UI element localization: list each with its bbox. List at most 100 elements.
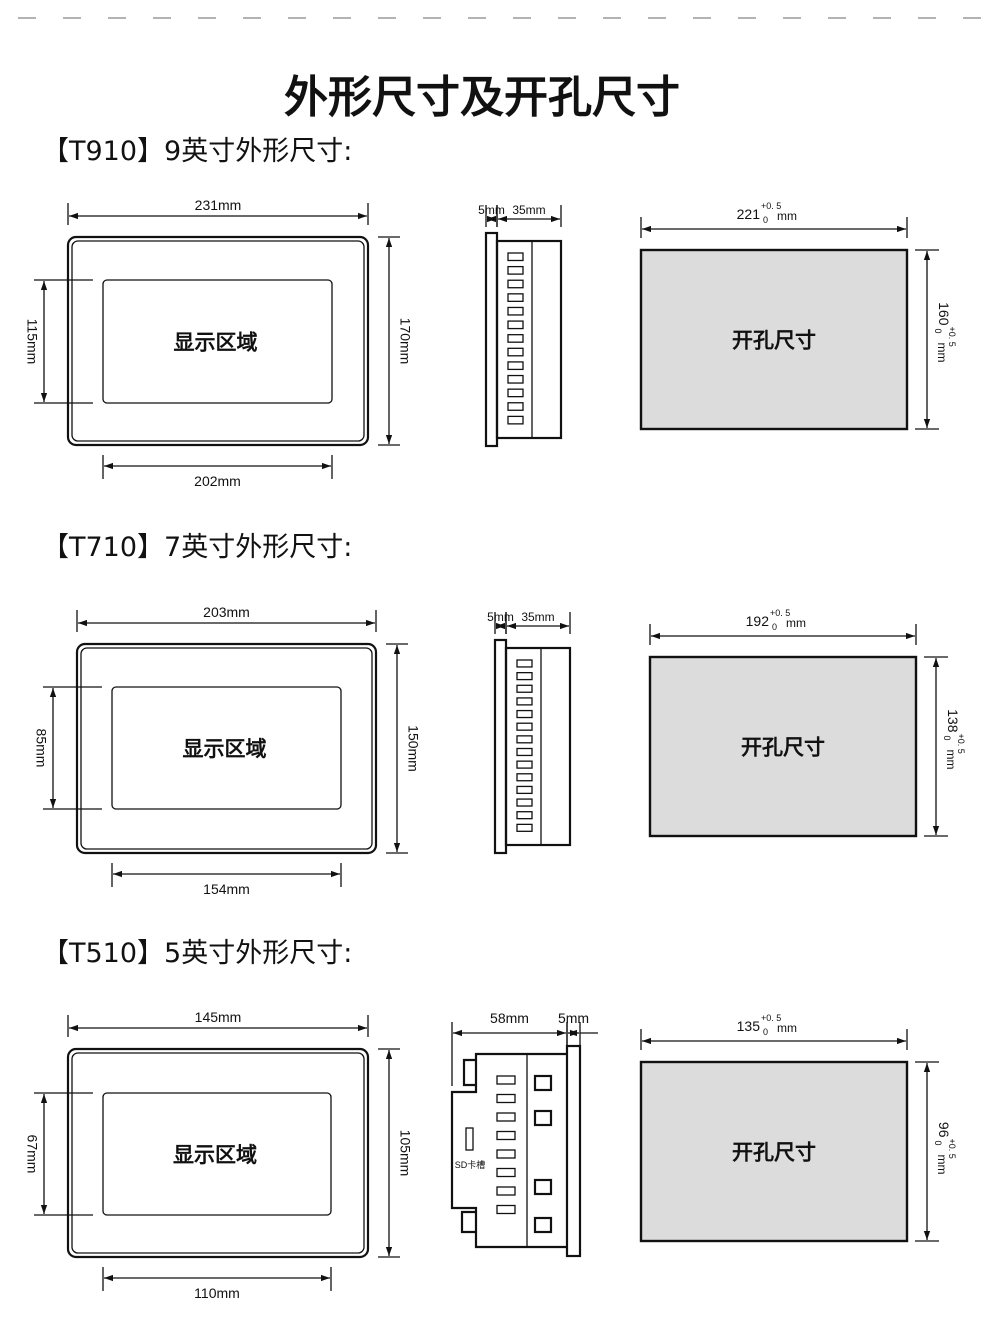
page-title: 外形尺寸及开孔尺寸 (284, 72, 680, 123)
display-area (102, 1092, 332, 1216)
front-width-dim-label: 231mm (195, 197, 242, 213)
cutout-height-label-group: 138+0. 5 0 mm (942, 709, 966, 769)
side-bezel (493, 638, 508, 855)
connector-pin (516, 697, 533, 706)
front-panel-inner (71, 1052, 365, 1254)
connector-pin (496, 1093, 516, 1104)
display-width-dim-label: 202mm (194, 473, 241, 489)
front-width-dim-label: 145mm (195, 1009, 242, 1025)
connector-pin (496, 1167, 516, 1178)
connector-pin (496, 1112, 516, 1122)
connector-pin (507, 320, 524, 330)
connector-pin (516, 671, 533, 681)
front-panel-outer (75, 642, 378, 855)
side-body (504, 646, 572, 847)
display-area-label: 显示区域 (173, 1142, 257, 1167)
front-height-dim-label: 150mm (405, 725, 421, 772)
terminal-block (533, 1178, 553, 1196)
section-1: 【T910】9英寸外形尺寸: 显示区域 231mm 202mm 170mm 115mm 5m… (24, 136, 957, 489)
cutout-height-tol-lower: 0 (933, 1141, 943, 1146)
side-bezel (484, 231, 499, 448)
connector-pin (507, 361, 524, 371)
cutout-width-unit: mm (777, 1021, 797, 1035)
cutout-width-tol-lower: 0 (763, 215, 768, 225)
front-panel-inner (71, 240, 365, 442)
cutout-area (639, 248, 909, 431)
side-clip-top (462, 1058, 476, 1087)
section-2: 【T710】7英寸外形尺寸: 显示区域 203mm 154mm 150mm 85mm 5mm… (33, 532, 966, 897)
sd-slot-label: SD卡槽 (455, 1159, 486, 1170)
display-width-dim-label: 154mm (203, 881, 250, 897)
side-depth-dim-label: 35mm (521, 610, 554, 624)
side-clip-bottom (460, 1210, 476, 1234)
cutout-width-value: 221 (737, 206, 761, 222)
front-height-dim-label: 170mm (397, 318, 413, 365)
cutout-height-unit: mm (935, 1155, 949, 1175)
connector-pin (516, 798, 533, 807)
display-height-dim-label: 85mm (33, 729, 49, 768)
display-area-label: 显示区域 (183, 736, 267, 761)
cutout-width-tol-upper: +0. 5 (770, 608, 790, 618)
cutout-area (648, 655, 918, 838)
cutout-width-unit: mm (786, 616, 806, 630)
cutout-height-unit: mm (935, 343, 949, 363)
side-body (495, 239, 563, 440)
connector-pin (507, 402, 524, 411)
cutout-height-tol-upper: +0. 5 (947, 1139, 957, 1159)
cutout-width-tol-lower: 0 (763, 1027, 768, 1037)
front-panel-outer (66, 1047, 370, 1259)
display-area-label: 显示区域 (174, 330, 258, 355)
cutout-width-unit: mm (777, 209, 797, 223)
display-area (102, 279, 333, 404)
connector-pin (507, 279, 524, 289)
front-width-dim-label: 203mm (203, 604, 250, 620)
display-height-dim-label: 115mm (24, 319, 40, 365)
cutout-width-tol-lower: 0 (772, 622, 777, 632)
side-bezel-dim-label: 5mm (478, 203, 505, 217)
connector-pin (516, 760, 533, 769)
side-bezel (565, 1044, 582, 1258)
connector-pin (507, 265, 524, 275)
display-width-dim-label: 110mm (194, 1285, 240, 1301)
front-height-dim-label: 105mm (397, 1130, 413, 1177)
cutout-label: 开孔尺寸 (732, 1140, 816, 1165)
section-heading: 【T510】5英寸外形尺寸: (42, 938, 352, 969)
connector-pin (496, 1149, 516, 1159)
side-depth-dim-label: 58mm (490, 1010, 529, 1026)
cutout-width-value: 192 (746, 613, 770, 629)
connector-pin (496, 1204, 516, 1215)
terminal-block (533, 1074, 553, 1092)
connector-pin (507, 374, 524, 384)
connector-pin (507, 347, 524, 357)
connector-pin (496, 1130, 516, 1141)
cutout-height-tol-upper: +0. 5 (956, 734, 966, 754)
cutout-area (639, 1060, 909, 1243)
cutout-height-tol-lower: 0 (942, 736, 952, 741)
display-height-dim-label: 67mm (24, 1135, 40, 1174)
terminal-block (533, 1109, 553, 1127)
section-heading: 【T910】9英寸外形尺寸: (42, 136, 352, 167)
connector-pin (507, 306, 524, 316)
cutout-width-value: 135 (737, 1018, 761, 1034)
sd-slot (465, 1127, 474, 1151)
cutout-height-unit: mm (944, 750, 958, 770)
terminal-block (533, 1216, 553, 1234)
section-heading: 【T710】7英寸外形尺寸: (42, 532, 352, 563)
connector-pin (516, 684, 533, 693)
connector-pin (507, 293, 524, 302)
cutout-label: 开孔尺寸 (741, 735, 825, 760)
connector-pin (507, 252, 524, 262)
cutout-height-value: 138 (945, 709, 961, 733)
display-area (111, 686, 342, 810)
cutout-label: 开孔尺寸 (732, 328, 816, 353)
cutout-width-tol-upper: +0. 5 (761, 201, 781, 211)
cutout-height-label-group: 96+0. 50mm (933, 1122, 957, 1175)
front-panel-outer (66, 235, 370, 447)
connector-pin (516, 773, 533, 782)
cutout-height-label-group: 160+0. 50mm (933, 302, 957, 362)
side-bezel-dim-label: 5mm (487, 610, 514, 624)
connector-pin (516, 709, 533, 719)
connector-pin (516, 811, 533, 820)
